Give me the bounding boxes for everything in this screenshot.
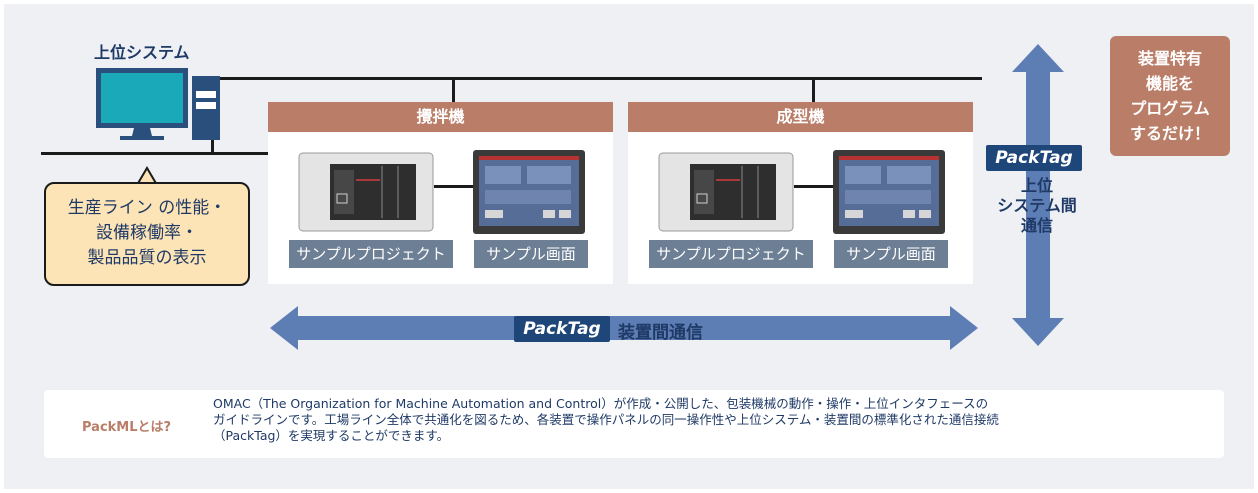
sample-screen-label: サンプル画面 — [474, 240, 588, 268]
description-line-1: OMAC（The Organization for Machine Automa… — [213, 396, 989, 411]
machine-title: 成型機 — [628, 102, 973, 132]
plc-hmi-link — [434, 185, 474, 188]
horizontal-double-arrow — [270, 306, 978, 350]
packml-question: PackMLとは? — [82, 420, 172, 435]
callout-line-2: 設備稼働率・ — [96, 223, 198, 243]
packtag-badge-vertical: PackTag — [986, 145, 1082, 171]
callout-line-1: 生産ライン の性能・ — [67, 198, 227, 218]
network-line-bottom — [41, 152, 271, 155]
network-drop-machine-2 — [812, 77, 815, 102]
feature-line-3: プログラム — [1130, 99, 1210, 118]
sample-screen-label: サンプル画面 — [834, 240, 948, 268]
vertical-double-arrow — [1012, 44, 1064, 346]
network-line-top — [214, 77, 982, 80]
sample-project-label: サンプルプロジェクト — [289, 240, 453, 268]
host-system-title: 上位システム — [94, 43, 190, 62]
host-comm-line-3: 通信 — [1020, 216, 1053, 235]
sample-project-label: サンプルプロジェクト — [649, 240, 813, 268]
host-comm-label: 上位 システム間 通信 — [982, 176, 1092, 236]
diagram-canvas: 上位システム 生産ライン の性能・ 設備稼働率・ 製品品質の表示 攪拌機 — [4, 4, 1254, 489]
feature-box: 装置特有 機能を プログラム するだけ！ — [1110, 36, 1230, 156]
feature-line-1: 装置特有 — [1137, 49, 1202, 68]
description-line-3: （PackTag）を実現することができます。 — [213, 428, 450, 443]
machine-title: 攪拌機 — [268, 102, 613, 132]
plc-hmi-link — [794, 185, 834, 188]
callout-line-3: 製品品質の表示 — [87, 248, 207, 268]
packtag-badge-horizontal: PackTag — [514, 316, 610, 342]
hmi-screen-image — [473, 150, 585, 234]
machine-box-molder: 成型機 サンプルプロジェクト サンプル画面 — [628, 102, 973, 284]
inter-device-comm-label: 装置間通信 — [618, 323, 703, 343]
description-line-2: ガイドラインです。工場ライン全体で共通化を図るため、各装置で操作パネルの同一操作… — [213, 412, 999, 427]
machine-box-mixer: 攪拌機 サンプルプロジェクト サンプル画面 — [268, 102, 613, 284]
plc-controller-image — [658, 152, 794, 232]
packml-definition-box: PackMLとは? OMAC（The Organization for Mach… — [44, 390, 1224, 458]
plc-controller-image — [298, 152, 434, 232]
hmi-screen-image — [833, 150, 945, 234]
performance-callout: 生産ライン の性能・ 設備稼働率・ 製品品質の表示 — [44, 182, 250, 286]
host-pc-icon — [96, 68, 220, 140]
feature-line-2: 機能を — [1145, 74, 1194, 93]
host-comm-line-2: システム間 — [997, 196, 1077, 215]
host-comm-line-1: 上位 — [1020, 176, 1053, 195]
packml-description: OMAC（The Organization for Machine Automa… — [213, 396, 1213, 444]
feature-line-4: するだけ！ — [1129, 124, 1210, 143]
network-drop-machine-1 — [452, 77, 455, 102]
